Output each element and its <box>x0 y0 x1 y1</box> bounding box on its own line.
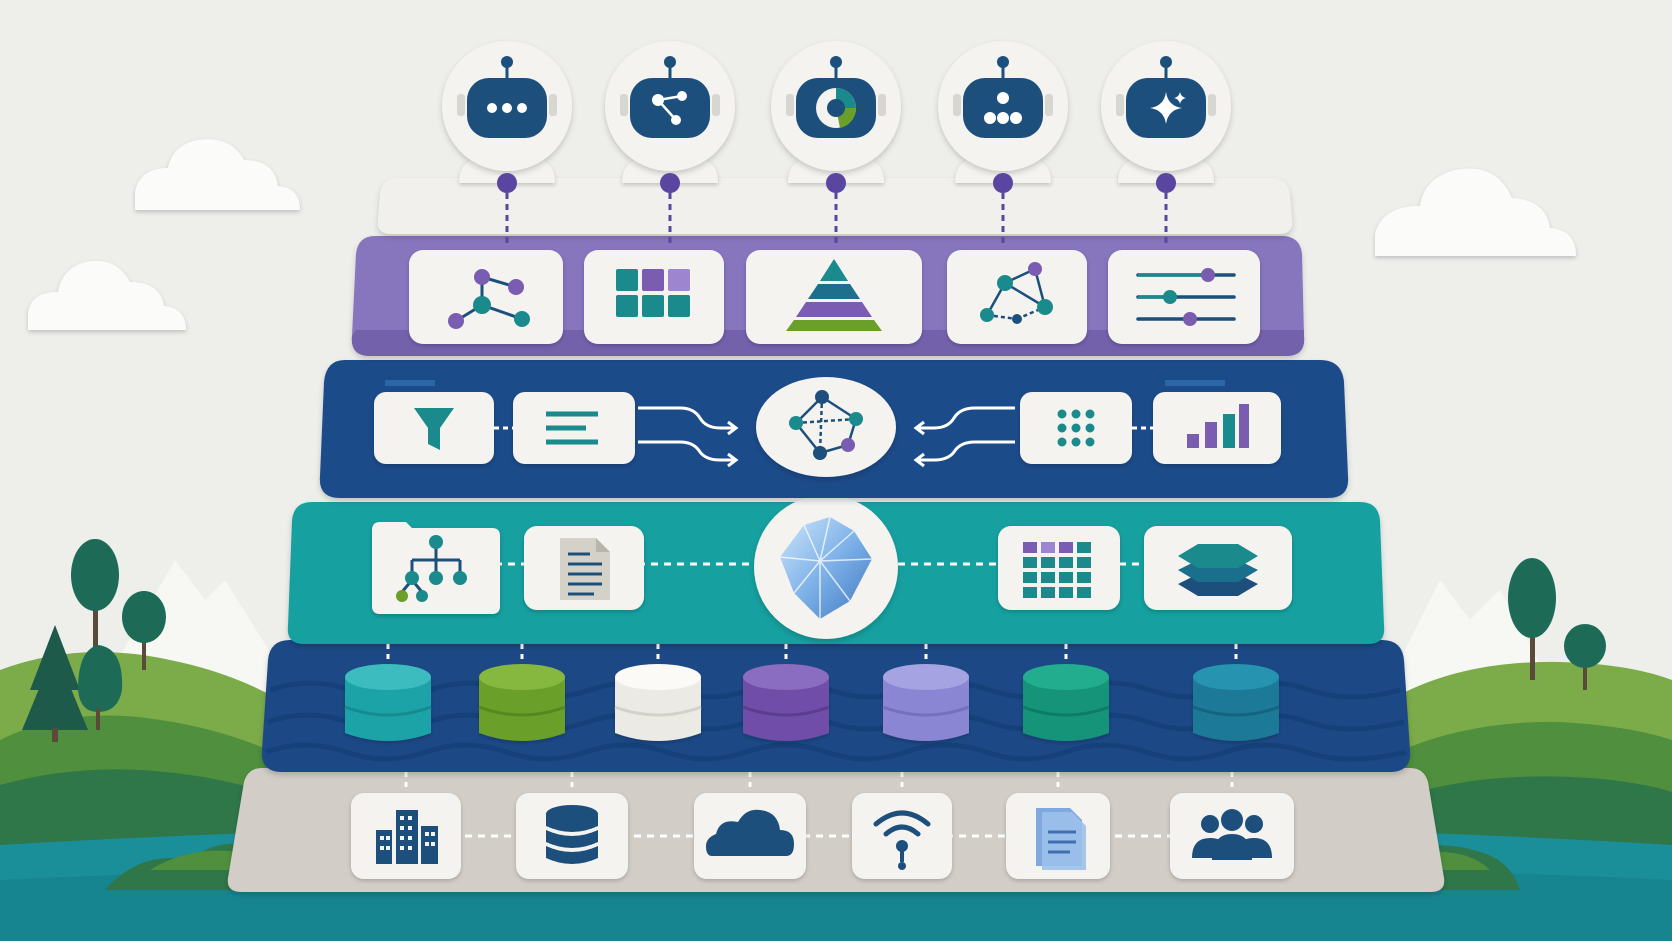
robot-network-icon <box>605 41 735 193</box>
layer-lakehouse <box>287 495 1385 644</box>
robot-team-icon <box>938 41 1068 193</box>
wifi-sensor-icon <box>852 793 952 879</box>
knowledge-graph-icon <box>409 250 563 344</box>
pyramid-layers-icon <box>746 250 922 344</box>
dot-grid-icon <box>1020 392 1132 464</box>
tree-icon-left-group <box>22 539 166 742</box>
document-icon <box>524 526 644 610</box>
sources-connectors <box>404 772 1234 792</box>
database-emerald-icon <box>1022 664 1110 741</box>
bar-chart-icon <box>1153 392 1281 464</box>
cloud-icon <box>694 793 806 879</box>
database-icon <box>516 793 628 879</box>
graph-hub-icon <box>756 377 896 477</box>
database-white-icon <box>614 664 702 741</box>
layer-semantic <box>351 236 1305 356</box>
buildings-icon <box>351 793 461 879</box>
cloud-icon-left-top <box>135 139 300 210</box>
storage-connectors <box>386 644 1238 664</box>
stack-layers-icon <box>1144 526 1292 610</box>
database-teal-icon <box>344 664 432 741</box>
layer-storage <box>261 640 1411 772</box>
flow-arrows-left <box>638 406 739 468</box>
funnel-filter-icon <box>374 392 494 464</box>
database-cyan-icon <box>1192 664 1280 741</box>
network-mesh-icon <box>947 250 1087 344</box>
database-lavender-icon <box>882 664 970 741</box>
layer-sources <box>227 768 1445 892</box>
flow-arrows-right <box>913 406 1015 468</box>
robot-sparkle-icon <box>1101 41 1231 193</box>
hierarchy-folder-icon <box>372 522 500 614</box>
iceberg-icon <box>754 495 898 639</box>
cloud-icon-left-bottom <box>28 260 186 330</box>
database-purple-icon <box>742 664 830 741</box>
cloud-icon-right <box>1375 168 1576 256</box>
grid-modules-icon <box>584 250 724 344</box>
table-grid-icon <box>998 526 1120 610</box>
layer-integration <box>319 360 1349 498</box>
robot-chat-icon <box>442 41 572 193</box>
sliders-settings-icon <box>1108 250 1260 344</box>
database-green-icon <box>478 664 566 741</box>
robot-chart-icon <box>771 41 901 193</box>
text-lines-icon <box>513 392 635 464</box>
tree-icon-right-group <box>1508 558 1606 690</box>
file-icon <box>1006 793 1110 879</box>
users-icon <box>1170 793 1294 879</box>
